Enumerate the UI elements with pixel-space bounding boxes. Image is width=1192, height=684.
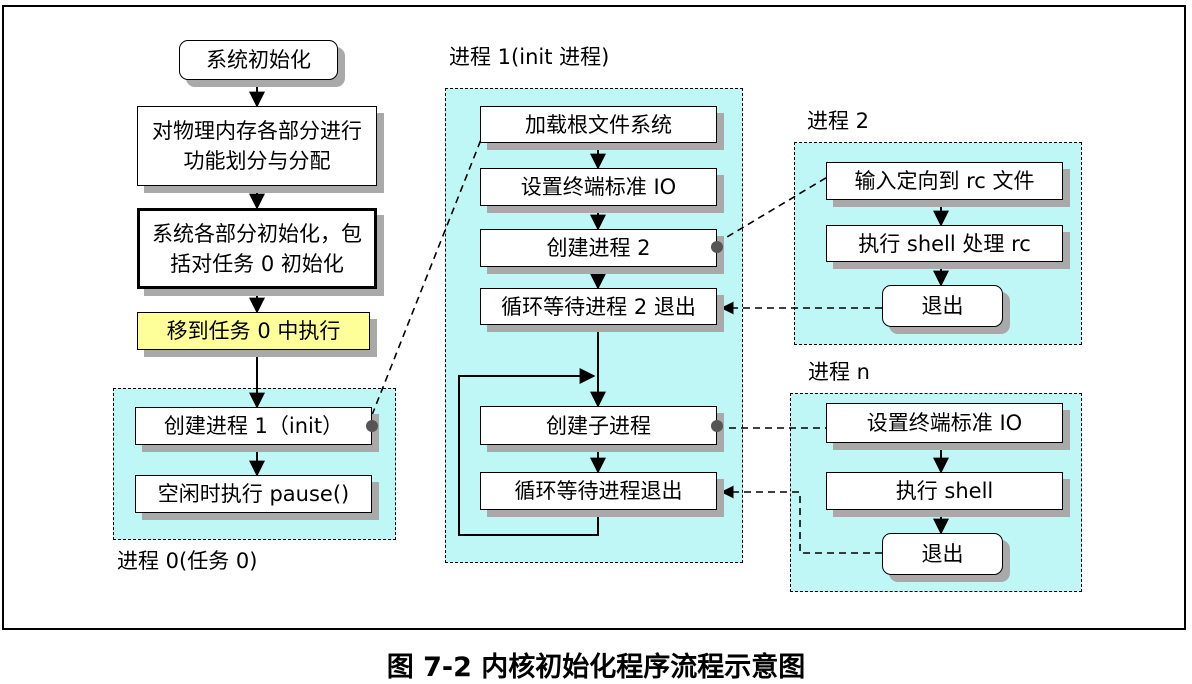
box-exit-process-n: 退出 <box>882 533 1003 575</box>
box-move-to-task0: 移到任务 0 中执行 <box>137 312 370 350</box>
box-redirect-rc: 输入定向到 rc 文件 <box>826 162 1063 200</box>
box-create-child: 创建子进程 <box>480 406 717 445</box>
box-wait-process2-exit: 循环等待进程 2 退出 <box>480 288 717 325</box>
link-create-p2 <box>716 175 830 244</box>
link-exitn-wait <box>720 485 882 554</box>
connector-dot-child <box>711 420 723 432</box>
label-processn: 进程 n <box>808 360 870 384</box>
box-create-process1: 创建进程 1（init） <box>135 407 372 445</box>
box-set-terminal-io-n: 设置终端标准 IO <box>826 403 1063 443</box>
box-create-process2: 创建进程 2 <box>480 229 717 267</box>
box-idle-pause: 空闲时执行 pause() <box>135 475 372 513</box>
box-mount-root-fs: 加载根文件系统 <box>480 106 717 143</box>
box-set-terminal-io-1: 设置终端标准 IO <box>480 168 717 206</box>
label-process2: 进程 2 <box>807 109 870 133</box>
box-memory-partition: 对物理内存各部分进行功能划分与分配 <box>137 106 377 186</box>
box-system-init: 系统初始化 <box>179 40 338 80</box>
link-create-p1 <box>371 131 485 416</box>
label-process0: 进程 0(任务 0) <box>117 549 258 573</box>
box-wait-process-exit: 循环等待进程退出 <box>480 472 717 510</box>
connector-dot-p1 <box>366 420 378 432</box>
box-exec-shell: 执行 shell <box>826 472 1063 510</box>
figure-caption: 图 7-2 内核初始化程序流程示意图 <box>386 652 806 683</box>
loop-back-line <box>458 368 599 536</box>
box-exit-process2: 退出 <box>882 285 1003 327</box>
connector-dot-p2 <box>711 241 723 253</box>
box-exec-shell-rc: 执行 shell 处理 rc <box>826 225 1063 262</box>
box-parts-init: 系统各部分初始化，包括对任务 0 初始化 <box>137 208 377 289</box>
diagram-frame <box>2 5 1186 630</box>
label-process1: 进程 1(init 进程) <box>449 45 610 69</box>
